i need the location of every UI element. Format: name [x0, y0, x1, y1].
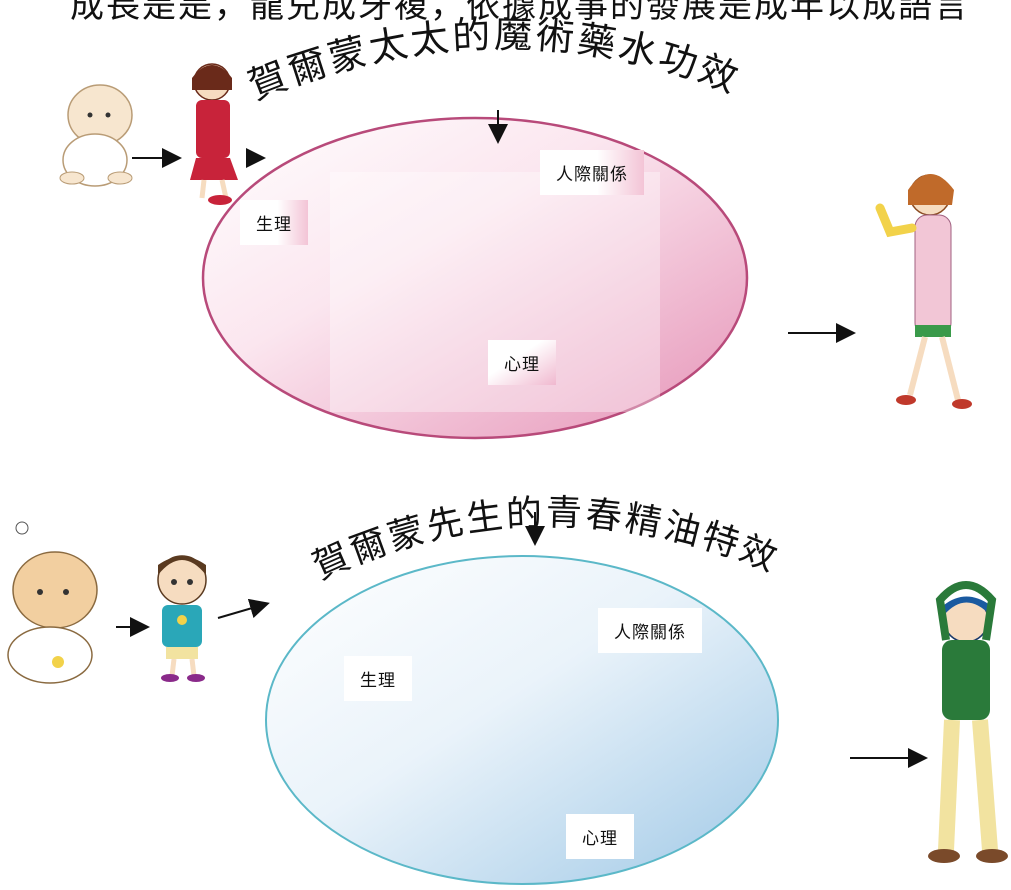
woman-icon	[875, 174, 972, 409]
girl-icon	[190, 63, 238, 205]
bottom-label-mental: 心理	[566, 814, 634, 859]
bottom-label-physical: 生理	[344, 656, 412, 701]
top-label-social: 人際關係	[540, 150, 644, 195]
arrow-boy-to-ellipse	[217, 598, 270, 619]
baby-bottom-icon	[7, 521, 98, 684]
top-ellipse	[201, 116, 749, 440]
top-label-physical: 生理	[240, 200, 308, 245]
bottom-ellipse	[265, 555, 779, 885]
top-caption: 成長是是，龍兒成牙複，依據成事的發展是成年以成語言	[70, 0, 970, 26]
man-icon	[928, 581, 1008, 863]
top-label-mental: 心理	[488, 340, 556, 385]
baby-icon	[59, 84, 133, 187]
boy-icon	[157, 555, 207, 682]
bottom-label-social: 人際關係	[598, 608, 702, 653]
